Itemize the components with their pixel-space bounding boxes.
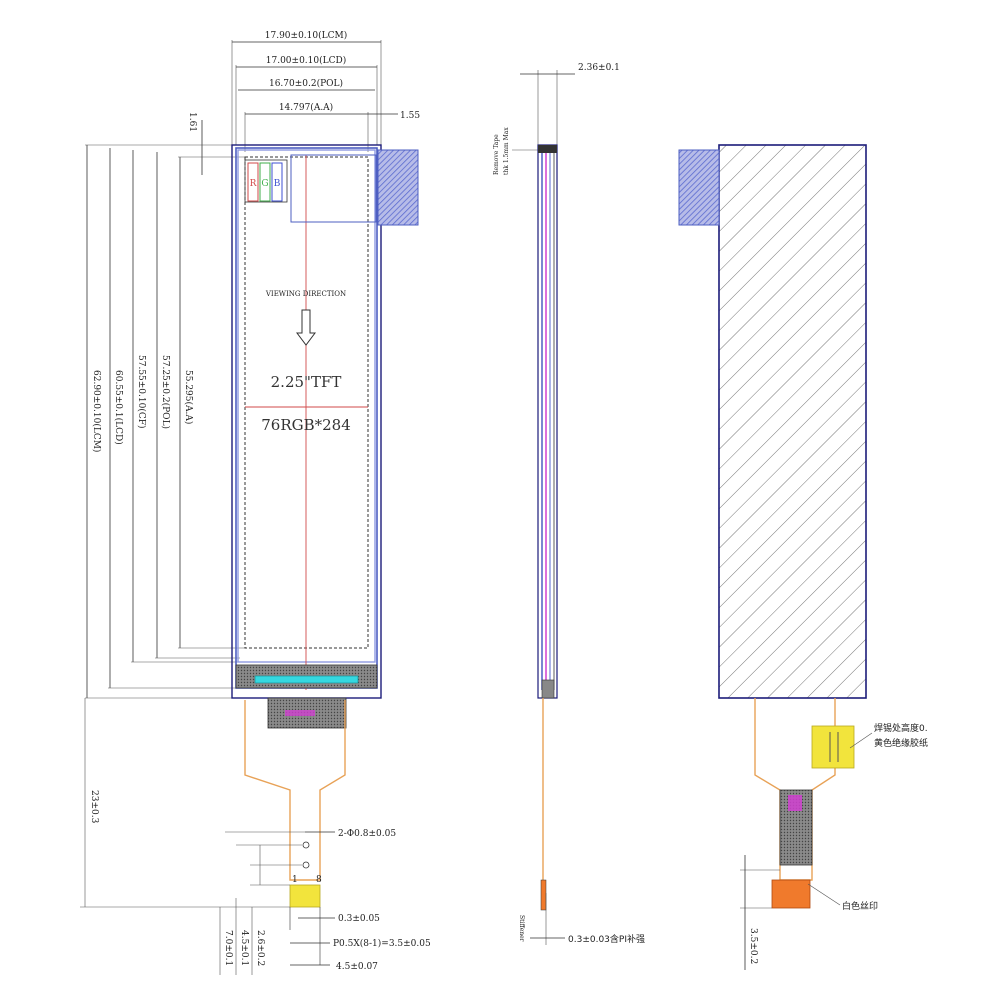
back-panel (718, 144, 867, 699)
height-cf: 57.55±0.10(CF) (136, 355, 147, 429)
viewing-direction-label: VIEWING DIRECTION (265, 290, 346, 298)
height-aa: 55.295(A.A) (183, 370, 194, 424)
rgb-g: G (261, 179, 268, 189)
side-view: 2.36±0.1 Remove Tape thk 1.5mm Max 0.3±0… (493, 63, 645, 945)
white-silkscreen (771, 879, 811, 909)
yellow-insulation-tape (811, 725, 855, 769)
side-tape-label: Remove Tape (493, 134, 500, 175)
pin-width: 0.3±0.05 (338, 914, 380, 924)
side-thickness: 2.36±0.1 (578, 63, 620, 73)
bottom-dim-c: 2.6±0.2 (255, 930, 265, 966)
model-label: 2.25"TFT (271, 373, 342, 391)
side-stiffener-label: Stiffener (518, 915, 525, 942)
height-lcd: 60.55±0.1(LCD) (113, 370, 124, 445)
resolution-label: 76RGB*284 (261, 416, 351, 434)
back-silkscreen-note: 白色丝印 (842, 900, 878, 912)
width-lcm: 17.90±0.10(LCM) (265, 30, 347, 41)
back-tape (678, 149, 720, 226)
side-tape-max: thk 1.5mm Max (503, 127, 510, 175)
bottom-dim-a: 7.0±0.1 (223, 930, 233, 966)
pin-last: 8 (316, 875, 322, 885)
front-panel: R G B VIEWING DIRECTION 2.25"TFT 76RGB*2… (231, 144, 419, 699)
right-offset: 1.55 (400, 111, 420, 121)
top-offset: 1.61 (187, 112, 197, 132)
pin-hole: 2-Φ0.8±0.05 (338, 829, 396, 839)
width-lcd: 17.00±0.10(LCD) (266, 55, 346, 66)
arrow-down-icon (296, 309, 316, 346)
front-fpc: 1 8 (244, 697, 347, 965)
width-dimensions: 17.90±0.10(LCM) 17.00±0.10(LCD) 16.70±0.… (187, 30, 420, 175)
bottom-dim-b: 4.5±0.1 (239, 930, 249, 966)
rgb-b: B (274, 179, 281, 189)
height-dimensions: 62.90±0.10(LCM) 60.55±0.1(LCD) 57.55±0.1… (85, 144, 245, 699)
height-lcm: 62.90±0.10(LCM) (91, 370, 102, 452)
rgb-r: R (250, 179, 257, 189)
width-aa: 14.797(A.A) (279, 102, 333, 113)
front-tape (377, 149, 419, 226)
front-connector (289, 884, 321, 908)
pin-first: 1 (292, 875, 298, 885)
width-pol: 16.70±0.2(POL) (269, 78, 343, 89)
pin-pitch: P0.5X(8-1)=3.5±0.05 (333, 938, 431, 949)
back-tape-note-2: 黄色绝缘胶纸 (874, 737, 928, 749)
front-view: 17.90±0.10(LCM) 17.00±0.10(LCD) 16.70±0.… (80, 30, 431, 975)
height-pol: 57.25±0.2(POL) (160, 355, 171, 429)
back-view: 焊锡处高度0. 黄色绝缘胶纸 白色丝印 3.5±0.2 (678, 144, 928, 970)
fpc-total: 23±0.3 (89, 790, 99, 824)
back-tape-note-1: 焊锡处高度0. (874, 722, 928, 734)
fpc-dimensions: 23±0.3 2-Φ0.8±0.05 7.0±0.1 4.5±0.1 2.6±0… (80, 698, 431, 975)
back-bottom-dim: 3.5±0.2 (748, 928, 758, 964)
connector-width: 4.5±0.07 (336, 962, 378, 972)
side-stiffener: 0.3±0.03含PI补强 (568, 933, 645, 945)
